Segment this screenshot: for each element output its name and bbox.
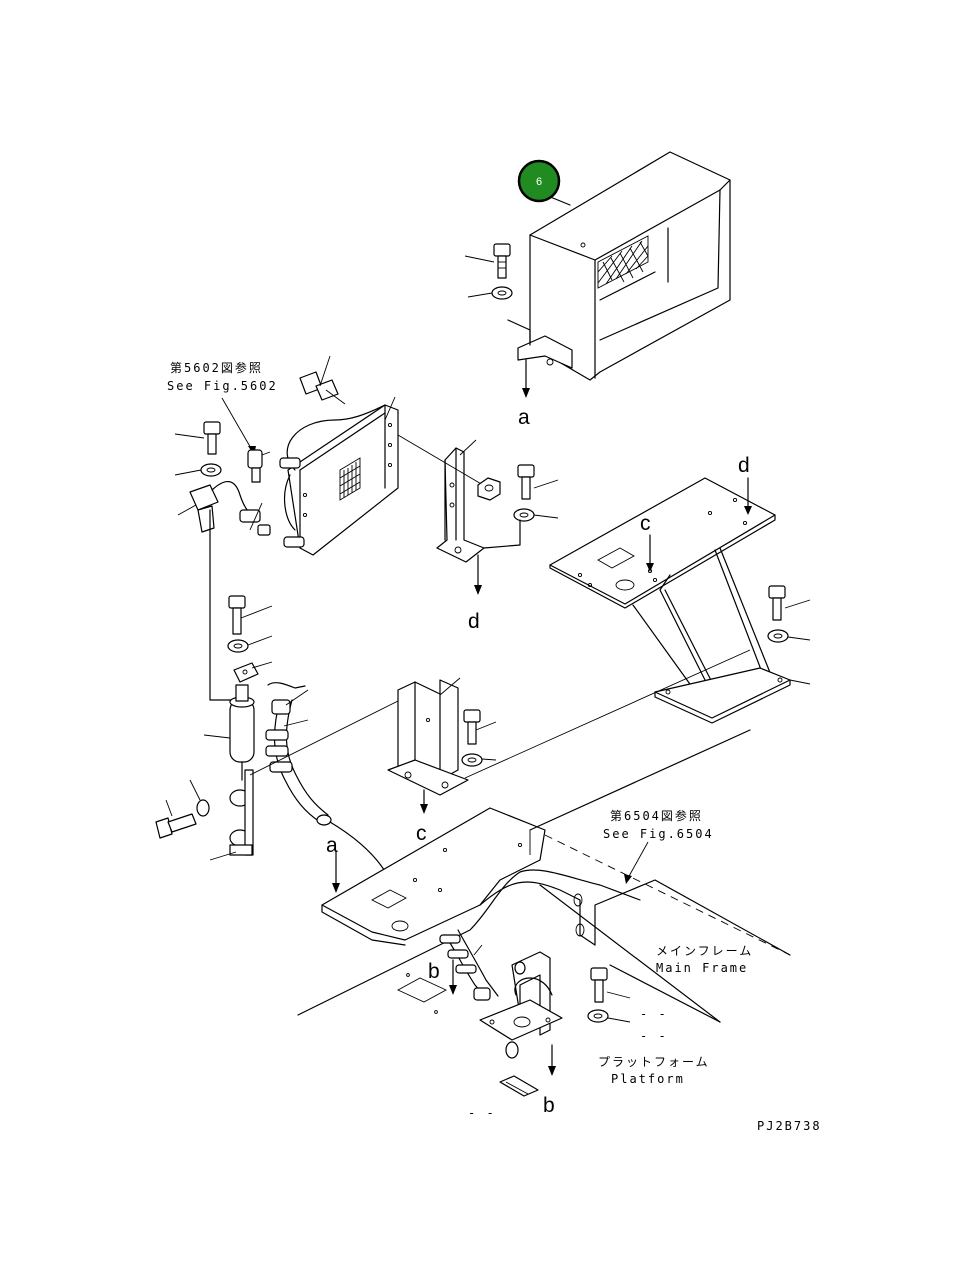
part-label: Main Frame [656, 961, 748, 975]
connector-icon [177, 484, 219, 533]
stand-part [549, 477, 791, 724]
callout-badge: 6 [517, 159, 561, 203]
connector-label: c [416, 822, 427, 845]
washer-icon [174, 463, 222, 477]
bracket-part [397, 434, 485, 563]
part-label: プラットフォーム [598, 1055, 710, 1069]
part-label: メインフレーム [656, 944, 753, 958]
washer-icon [513, 508, 559, 522]
reference-label: See Fig.6504 [603, 827, 714, 841]
hose-part [265, 682, 332, 826]
bolt-icon [174, 421, 221, 455]
bolt-icon [228, 595, 273, 635]
reference-label: 第5602図参照 [170, 360, 263, 375]
connector-label: a [326, 834, 338, 857]
clamp-icon [233, 661, 273, 683]
main-frame-part [297, 729, 791, 1023]
cover-plate-icon [396, 973, 448, 1014]
bolt-icon [590, 967, 631, 1003]
cooler-part [279, 404, 399, 556]
washer-icon [461, 753, 497, 767]
sensor-icon [239, 502, 271, 536]
part-label: Platform [611, 1072, 685, 1086]
washer-icon [587, 1009, 631, 1023]
reference-label: 第6504図参照 [610, 808, 703, 823]
dash-marker: - - [640, 1029, 668, 1043]
connector-label: d [738, 454, 750, 477]
washer-icon [189, 779, 210, 817]
bracket-part [387, 677, 469, 796]
bolt-icon [299, 355, 346, 405]
connector-label: c [640, 512, 651, 535]
bolt-icon [517, 464, 559, 500]
washer-icon [227, 635, 273, 653]
connector-label: d [468, 610, 480, 633]
dash-marker: - - [468, 1106, 496, 1120]
hose-part [439, 929, 499, 1001]
dash-marker: - - [640, 1007, 668, 1021]
callout-number: 6 [536, 176, 542, 188]
bolt-icon [768, 585, 811, 621]
cover-part [507, 151, 731, 381]
nut-icon [477, 477, 501, 501]
platform-part [321, 807, 546, 946]
clamp-icon [209, 769, 254, 861]
sensor-icon [247, 449, 271, 483]
bracket-part [479, 951, 563, 1059]
receiver-drier-part [203, 684, 255, 763]
reference-label: See Fig.5602 [167, 379, 278, 393]
connector-label: b [428, 960, 440, 983]
washer-icon [467, 286, 513, 300]
drawing-id: PJ2B738 [757, 1119, 822, 1133]
bolt-icon [155, 799, 197, 839]
bolt-icon [464, 243, 511, 279]
connector-label: a [518, 406, 530, 429]
bolt-icon [463, 709, 497, 745]
washer-icon [767, 629, 811, 643]
connector-label: b [543, 1094, 555, 1117]
cover-plate-icon [499, 1075, 539, 1097]
